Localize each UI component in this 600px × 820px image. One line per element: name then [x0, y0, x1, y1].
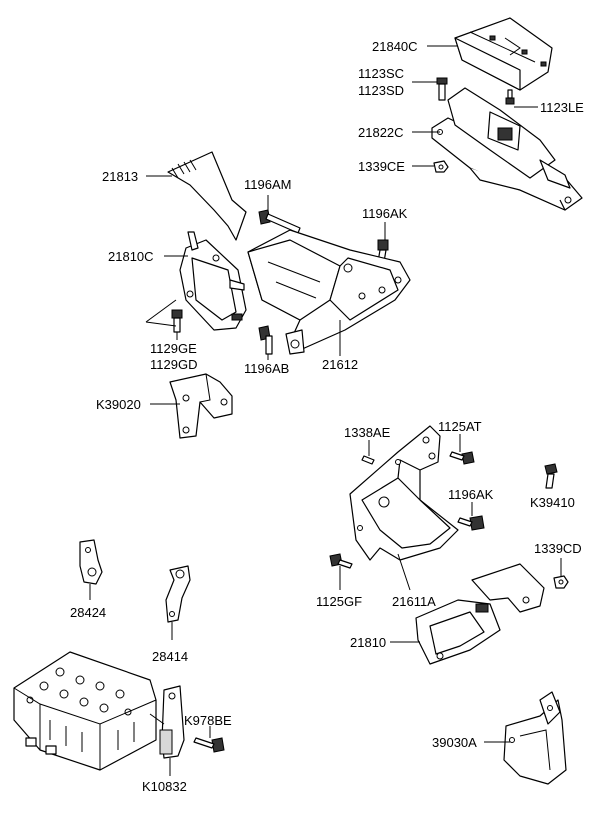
engine-mount-bracket-21822c: [431, 87, 583, 211]
label-1338ae: 1338AE: [344, 425, 391, 440]
label-1339ce: 1339CE: [358, 159, 405, 174]
bolt-1123le: [505, 89, 515, 105]
bolt-1196ak-lower: [457, 515, 485, 531]
engine-mount-21810: [415, 563, 545, 665]
bracket-39030a: [503, 691, 567, 785]
label-k10832: K10832: [142, 779, 187, 794]
bolt-1196am: [258, 209, 301, 234]
bolt-1196ab: [258, 325, 273, 355]
leader-21611a: [397, 553, 411, 591]
label-21822c: 21822C: [358, 125, 404, 140]
bolt-1125at: [449, 451, 475, 465]
bolt-k39410: [544, 463, 558, 489]
label-21840c: 21840C: [372, 39, 418, 54]
label-1123sd: 1123SD: [358, 83, 404, 98]
label-21810c: 21810C: [108, 249, 154, 264]
bracket-28424: [79, 539, 103, 585]
nut-1339ce: [433, 160, 449, 173]
label-1125gf: 1125GF: [316, 594, 362, 609]
label-1123le: 1123LE: [540, 100, 584, 115]
label-1339cd: 1339CD: [534, 541, 582, 556]
engine-mount-bracket-21611a: [349, 425, 459, 561]
cylinder-head: [13, 651, 157, 771]
label-28414: 28414: [152, 649, 188, 664]
bracket-k39020: [169, 373, 233, 439]
label-21611a: 21611A: [392, 594, 436, 609]
heat-shield-21813: [167, 151, 247, 241]
engine-mount-21810c: [179, 231, 247, 331]
bolt-1123sc: [436, 77, 448, 101]
plate-k10832: [149, 685, 185, 759]
label-21612: 21612: [322, 357, 358, 372]
leader-1129ge-fan: [145, 299, 177, 327]
label-1196ak-lower: 1196AK: [448, 487, 494, 502]
label-28424: 28424: [70, 605, 106, 620]
bracket-28414: [165, 565, 191, 623]
label-1129gd: 1129GD: [150, 357, 197, 372]
pin-1338ae: [361, 455, 375, 465]
label-k39020: K39020: [96, 397, 141, 412]
label-1196ab: 1196AB: [244, 361, 289, 376]
label-21810: 21810: [350, 635, 386, 650]
label-1196am: 1196AM: [244, 177, 291, 192]
bolt-1129ge: [171, 309, 183, 333]
label-k978be: K978BE: [184, 713, 232, 728]
label-k39410: K39410: [530, 495, 575, 510]
label-1125at: 1125AT: [438, 419, 482, 434]
label-21813: 21813: [102, 169, 138, 184]
label-39030a: 39030A: [432, 735, 477, 750]
label-1129ge: 1129GE: [150, 341, 197, 356]
bolt-1125gf: [329, 553, 353, 569]
engine-mount-bracket-21612: [247, 229, 411, 355]
label-1123sc: 1123SC: [358, 66, 404, 81]
label-1196ak-upper: 1196AK: [362, 206, 408, 221]
nut-1339cd: [553, 575, 569, 589]
bolt-k978be: [193, 737, 225, 753]
engine-mount-cover-21840c: [454, 17, 553, 91]
